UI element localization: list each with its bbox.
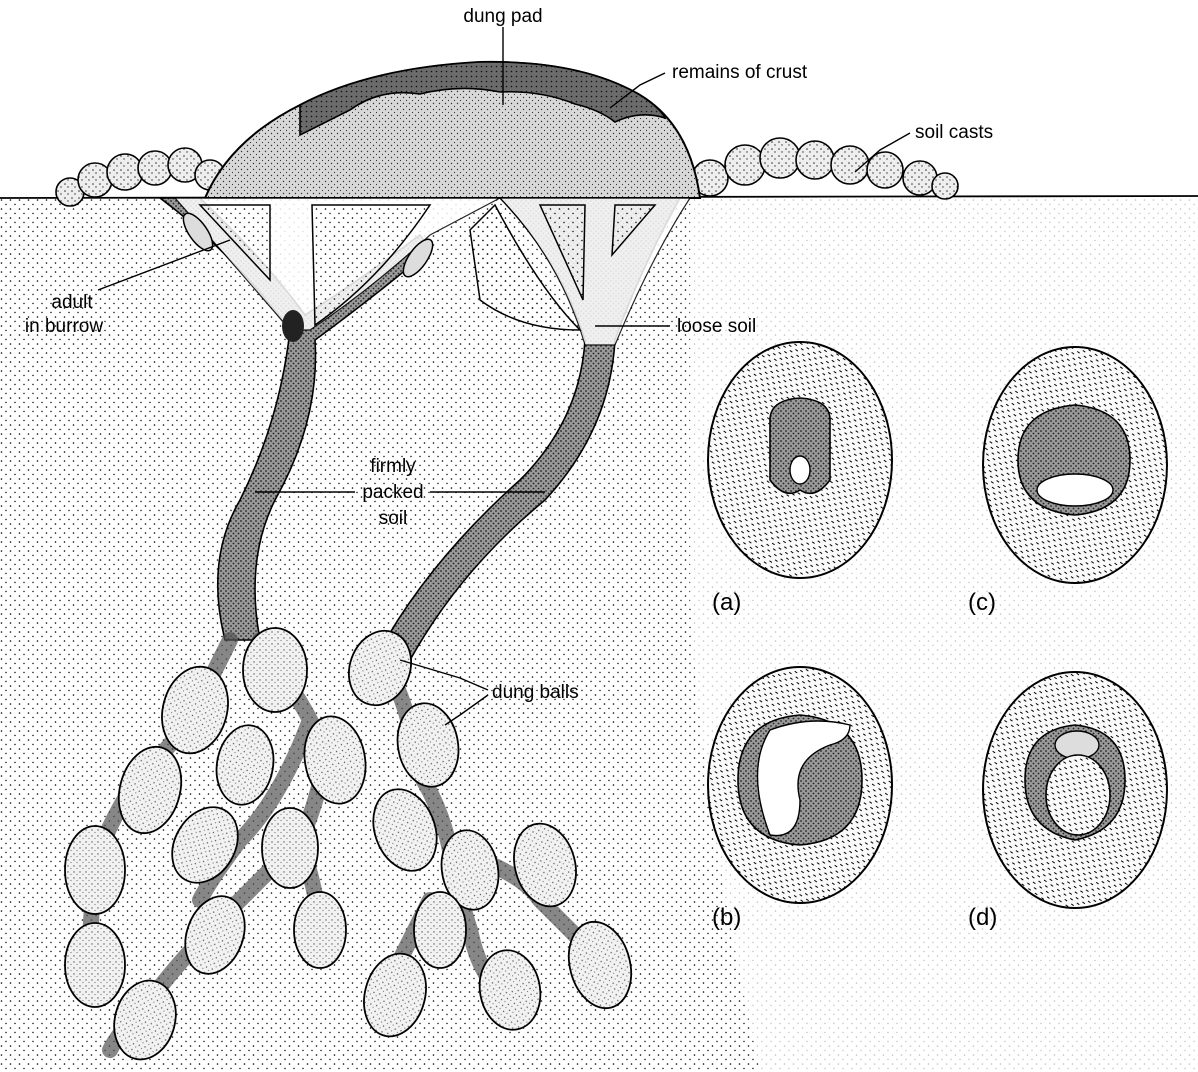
label-adult-in-burrow-1: adult: [51, 292, 93, 313]
panel-d: [982, 671, 1168, 909]
label-adult-in-burrow-2: in burrow: [25, 316, 103, 337]
pupa-icon: [1036, 473, 1114, 507]
adult-beetle-burrow-1: [182, 212, 214, 252]
label-dung-balls: dung balls: [492, 682, 579, 703]
crust-remains: [299, 61, 667, 137]
panel-b: [707, 666, 893, 904]
soil-pillars: [198, 203, 657, 331]
adult-beetle-burrow-2: [402, 238, 434, 278]
soil-casts-left: [55, 147, 226, 207]
soil-light-region: [690, 198, 1198, 1072]
panel-label-b: (b): [712, 904, 741, 931]
label-remains-of-crust: remains of crust: [672, 62, 808, 83]
dung-balls: [64, 627, 633, 1061]
label-loose-soil: loose soil: [677, 316, 756, 337]
beetle-body-icon: [1045, 754, 1111, 836]
label-firmly: firmly: [370, 456, 416, 477]
leader-lines: [97, 27, 911, 726]
panel-label-a: (a): [712, 589, 741, 616]
panel-c: [982, 346, 1168, 584]
egg-icon: [789, 455, 811, 485]
label-packed: packed: [362, 482, 423, 503]
panel-label-d: (d): [968, 904, 997, 931]
larva-icon: [756, 720, 851, 837]
panel-label-c: (c): [968, 589, 996, 616]
soil-casts-right: [691, 137, 959, 200]
label-dung-pad: dung pad: [463, 6, 542, 27]
label-soil-casts: soil casts: [915, 122, 993, 143]
dung-plug: [282, 310, 304, 342]
label-soil: soil: [379, 508, 408, 529]
panel-a: [707, 341, 893, 579]
